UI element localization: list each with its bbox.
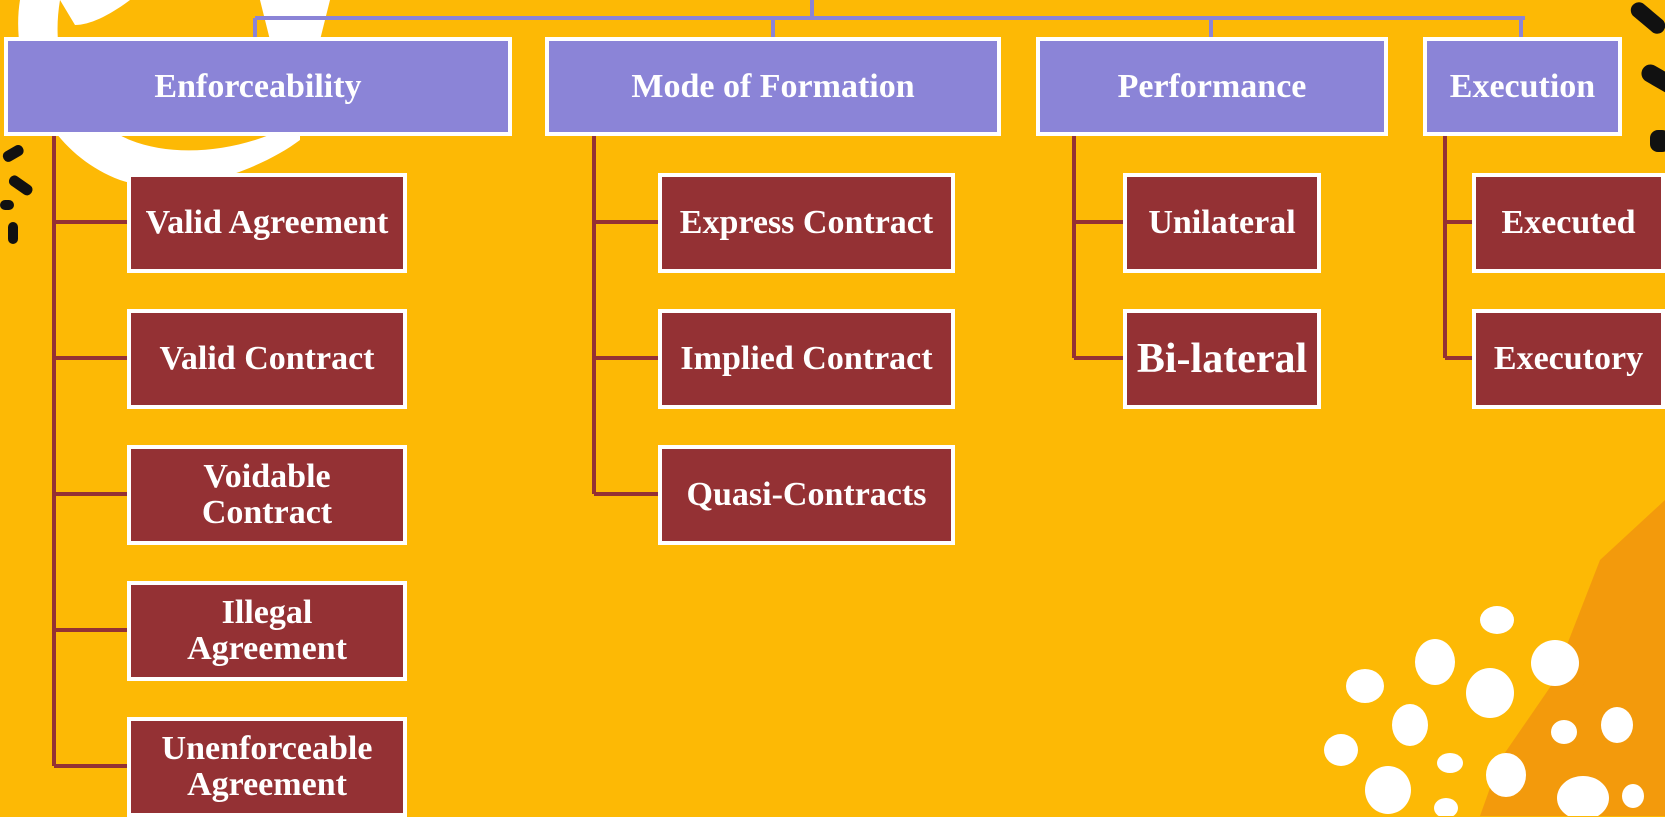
item-quasi-contracts: Quasi-Contracts	[658, 445, 955, 545]
white-swirl-decoration	[60, 0, 130, 25]
item-bi-lateral: Bi-lateral	[1123, 309, 1321, 409]
black-dash-decoration	[1630, 2, 1665, 152]
item-implied-contract: Implied Contract	[658, 309, 955, 409]
item-executory: Executory	[1472, 309, 1665, 409]
category-performance: Performance	[1036, 37, 1388, 136]
item-voidable-contract: Voidable Contract	[127, 445, 407, 545]
category-mode-of-formation: Mode of Formation	[545, 37, 1001, 136]
item-unilateral: Unilateral	[1123, 173, 1321, 273]
top-connectors	[253, 0, 1525, 40]
item-valid-agreement: Valid Agreement	[127, 173, 407, 273]
category-execution: Execution	[1423, 37, 1622, 136]
black-dash-decoration	[0, 145, 33, 244]
item-executed: Executed	[1472, 173, 1665, 273]
white-swirl-decoration	[18, 0, 301, 187]
item-unenforceable-agreement: Unenforceable Agreement	[127, 717, 407, 817]
item-illegal-agreement: Illegal Agreement	[127, 581, 407, 681]
branch-connectors	[52, 134, 1474, 768]
item-express-contract: Express Contract	[658, 173, 955, 273]
white-dots-decoration	[1324, 606, 1644, 816]
item-valid-contract: Valid Contract	[127, 309, 407, 409]
category-enforceability: Enforceability	[4, 37, 512, 136]
